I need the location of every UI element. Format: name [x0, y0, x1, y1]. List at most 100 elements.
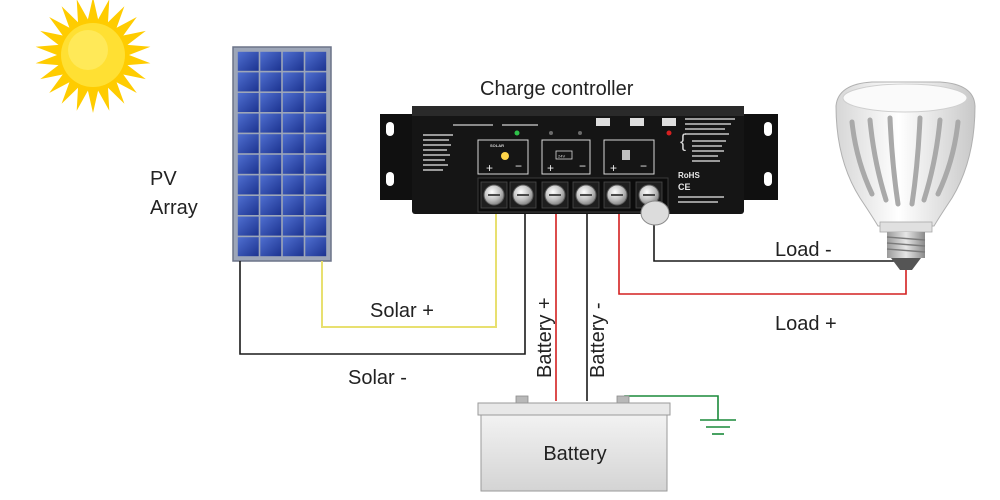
ground-symbol-icon — [700, 419, 736, 435]
panel-cell — [237, 72, 259, 92]
bulb-fin-slot — [849, 119, 875, 197]
panel-cell — [305, 154, 327, 174]
load-jumper-marking — [622, 150, 630, 160]
bulb-fin-slot — [921, 117, 943, 203]
terminal-screws — [480, 181, 663, 209]
panel-cell — [237, 237, 259, 257]
bulb-fin-slot — [935, 119, 961, 197]
load-plus-label: Load + — [775, 313, 837, 335]
panel-cell — [282, 72, 304, 92]
panel-cell — [305, 175, 327, 195]
bulb-screw-base — [886, 232, 926, 270]
ce-marking: CE — [678, 182, 691, 192]
load-status-icon — [630, 118, 644, 126]
solar-minus-marking: − — [515, 159, 522, 173]
left-flange-slot-top — [386, 122, 394, 136]
left-flange-slot-bottom — [386, 172, 394, 186]
bottom-right-print-2 — [678, 201, 718, 203]
panel-cell — [282, 51, 304, 71]
battery-plus-marking: + — [547, 161, 554, 175]
solar-sun-marking-icon — [501, 152, 509, 160]
bulb-diffuser — [842, 83, 968, 113]
battery-minus-marking: − — [579, 159, 586, 173]
pv-array-label-line1: PV — [150, 168, 177, 190]
battery-status-icon — [596, 118, 610, 126]
panel-cell — [260, 51, 282, 71]
fault-status-icon — [662, 118, 676, 126]
panel-cell — [305, 237, 327, 257]
panel-cell — [282, 134, 304, 154]
bulb-fin-slot — [909, 115, 923, 207]
bulb-heatsink-fins — [849, 115, 961, 207]
solar-plus-marking: + — [486, 161, 493, 175]
battery-icon: Battery — [477, 395, 671, 492]
jumper-instruction-print: { — [680, 131, 726, 162]
panel-cell — [260, 93, 282, 112]
bulb-fin-slot — [887, 115, 901, 207]
panel-cell — [305, 134, 327, 154]
panel-cell — [282, 175, 304, 195]
load-section-frame — [603, 139, 655, 175]
panel-cell — [260, 113, 282, 133]
panel-cell — [237, 216, 259, 236]
voltage-marking-box — [555, 150, 573, 160]
pv-array-label-line2: Array — [150, 197, 198, 219]
panel-cell — [237, 154, 259, 174]
voltage-marking: 24V — [558, 154, 565, 159]
battery-lid — [477, 402, 671, 416]
battery-body — [480, 414, 668, 492]
bulb-neck — [879, 221, 933, 233]
panel-cell — [305, 51, 327, 71]
panel-cell — [237, 175, 259, 195]
status-led-green — [514, 130, 520, 136]
solar-positive-wire — [321, 205, 497, 328]
panel-cell-grid — [237, 51, 327, 257]
solar-negative-wire — [239, 205, 526, 355]
solar-section-frame — [477, 139, 529, 175]
bottom-right-print — [678, 196, 724, 198]
panel-cell — [282, 113, 304, 133]
battery-minus-label: Battery - — [587, 302, 609, 378]
panel-cell — [260, 196, 282, 215]
battery-section-frame — [541, 139, 591, 175]
panel-cell — [260, 216, 282, 236]
panel-cell — [237, 51, 259, 71]
solar-minus-label: Solar - — [348, 367, 407, 389]
panel-cell — [305, 72, 327, 92]
fault-led-red — [666, 130, 672, 136]
status-led-2 — [549, 131, 553, 135]
battery-label: Battery — [543, 443, 606, 465]
panel-cell — [305, 216, 327, 236]
panel-cell — [260, 72, 282, 92]
panel-cell — [282, 237, 304, 257]
right-flange-slot-top — [764, 122, 772, 136]
load-plus-marking: + — [610, 161, 617, 175]
panel-cell — [260, 237, 282, 257]
controller-top-bevel — [412, 106, 744, 116]
panel-cell — [305, 113, 327, 133]
led-bulb-icon — [835, 81, 976, 270]
sun-core-highlight — [68, 30, 108, 70]
sun-icon — [35, 0, 151, 113]
panel-cell — [282, 154, 304, 174]
bulb-fin-slot — [867, 117, 889, 203]
load-positive-wire — [618, 205, 907, 295]
rohs-marking: RoHS — [678, 171, 700, 180]
load-minus-marking: − — [640, 159, 647, 173]
right-flange-slot-bottom — [764, 172, 772, 186]
panel-cell — [282, 93, 304, 112]
panel-cell — [282, 216, 304, 236]
solar-plus-label: Solar + — [370, 300, 434, 322]
panel-cell — [282, 196, 304, 215]
solar-panel-icon — [232, 46, 332, 262]
panel-cell — [237, 134, 259, 154]
load-wire-connector — [640, 200, 670, 226]
charge-controller-title: Charge controller — [480, 78, 634, 100]
load-minus-label: Load - — [775, 239, 832, 261]
panel-cell — [305, 196, 327, 215]
charge-controller: SOLAR 24V + − + − + − { RoHS CE — [380, 106, 778, 226]
panel-cell — [237, 196, 259, 215]
solar-section-label: SOLAR — [490, 143, 504, 148]
panel-cell — [260, 175, 282, 195]
